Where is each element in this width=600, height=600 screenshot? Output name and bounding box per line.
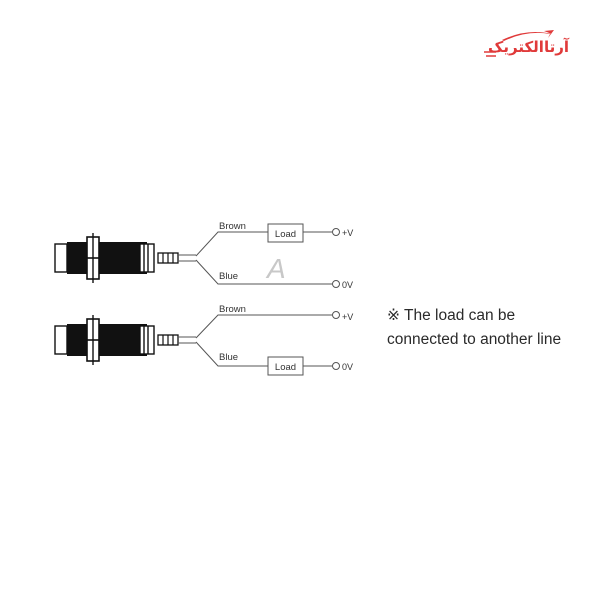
- lightning-swoosh-icon: [484, 30, 554, 57]
- terminal-ground: [332, 362, 340, 370]
- logo-text: آرتاالکتریک: [488, 38, 569, 56]
- terminal-label-ground: 0V: [342, 362, 353, 372]
- load-label: Load: [275, 229, 296, 240]
- terminal-label-ground: 0V: [342, 280, 353, 290]
- load-label: Load: [275, 362, 296, 373]
- note: ※The load can be connected to another li…: [387, 304, 567, 352]
- load-box: [267, 223, 304, 243]
- wire-label-blue: Blue: [219, 271, 238, 282]
- wire-label-blue: Blue: [219, 352, 238, 363]
- terminal-positive: [332, 311, 340, 319]
- terminal-label-positive: +V: [342, 312, 353, 322]
- wire-label-brown: Brown: [219, 304, 246, 315]
- terminal-label-positive: +V: [342, 228, 353, 238]
- watermark-icon: A: [265, 253, 286, 284]
- terminal-ground: [332, 280, 340, 288]
- terminal-positive: [332, 228, 340, 236]
- load-box: [267, 356, 304, 376]
- brand-logo: آرتاالکتریک: [482, 28, 572, 62]
- wire-label-brown: Brown: [219, 221, 246, 232]
- circuit-load-on-positive: Brown Blue Load +V 0V A: [54, 221, 353, 290]
- proximity-sensor: [54, 232, 197, 284]
- circuit-load-on-negative: Brown Blue Load +V 0V: [54, 304, 353, 376]
- reference-mark-icon: ※: [387, 307, 400, 324]
- proximity-sensor: [54, 314, 197, 366]
- note-text: The load can be connected to another lin…: [387, 307, 562, 348]
